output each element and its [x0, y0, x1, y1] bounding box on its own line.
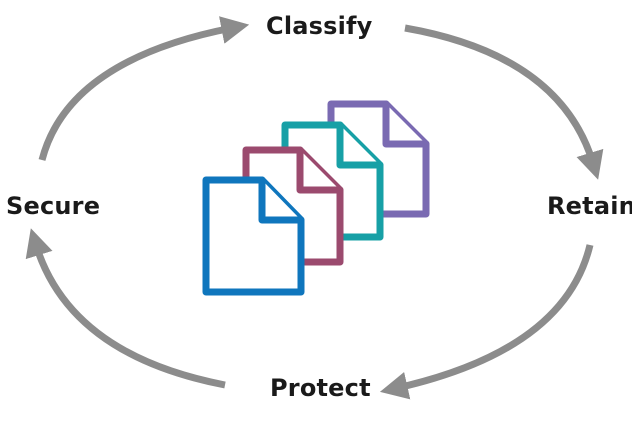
step-label-secure: Secure: [6, 192, 101, 220]
step-label-classify: Classify: [266, 12, 373, 40]
arrow-protect-to-secure: [25, 228, 226, 389]
document-stack-icon: [202, 100, 430, 296]
arrow-classify-to-retain: [404, 24, 604, 180]
arrow-retain-to-protect: [379, 244, 594, 400]
step-label-retain: Retain: [547, 192, 632, 220]
step-label-protect: Protect: [270, 374, 371, 402]
document-icon-blue: [202, 176, 305, 296]
arrow-secure-to-classify: [38, 16, 250, 161]
